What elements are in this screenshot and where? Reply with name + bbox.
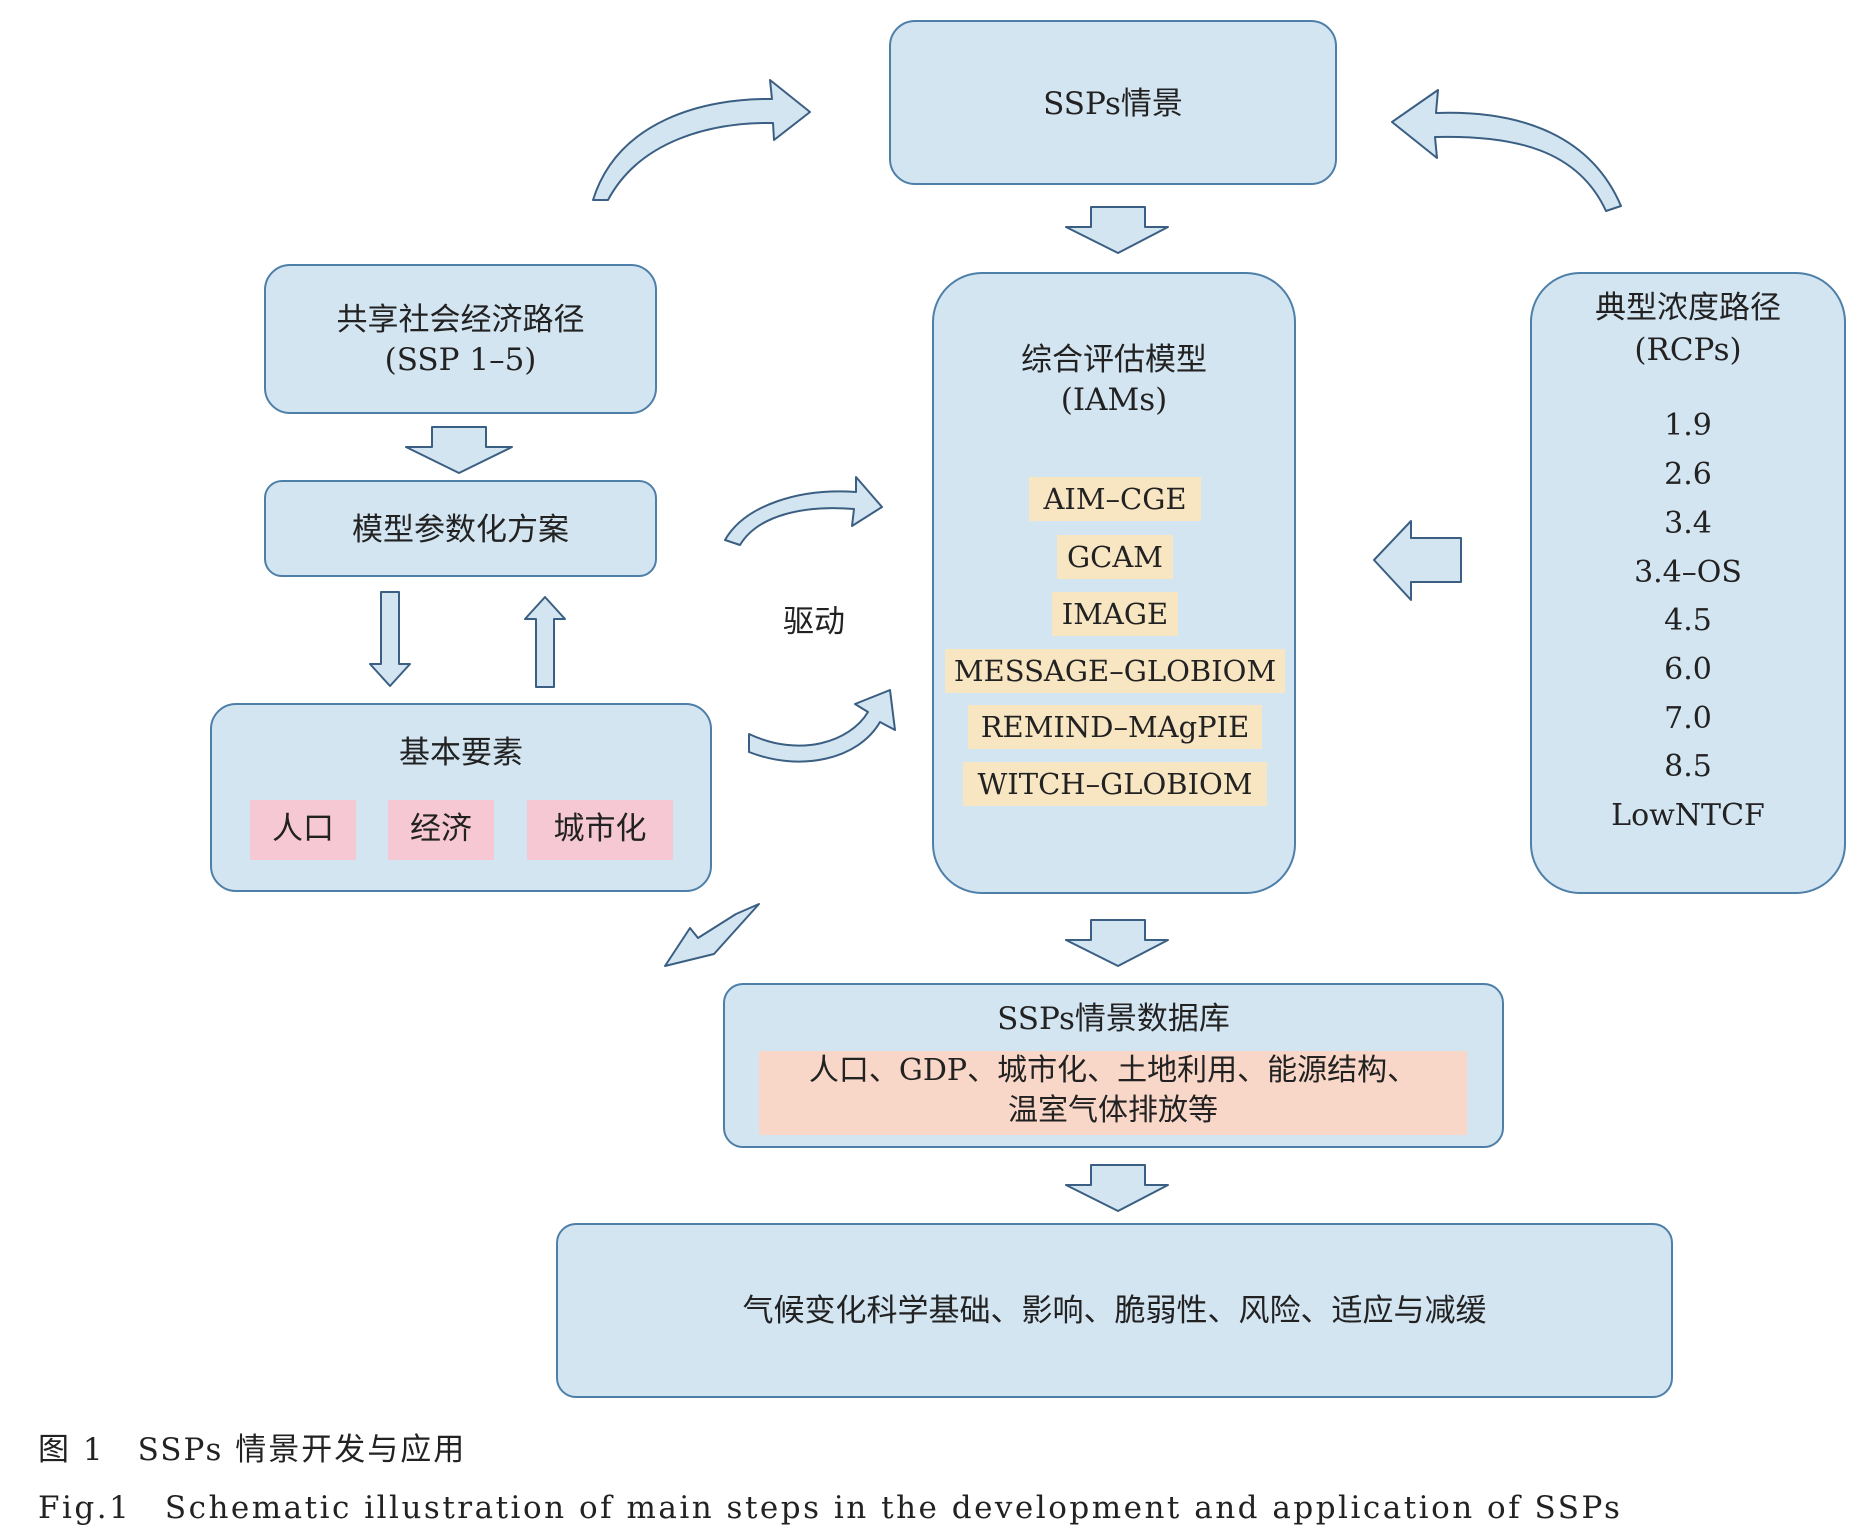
- database-contents: 人口、GDP、城市化、土地利用、能源结构、 温室气体排放等: [759, 1051, 1467, 1135]
- database-title: SSPs情景数据库: [997, 1001, 1230, 1037]
- curved-arrow-rcp-to-scenario: [1391, 89, 1622, 212]
- ssp-paths-subtitle: (SSP 1–5): [384, 342, 537, 378]
- rcp-subtitle: (RCPs): [1634, 332, 1742, 368]
- applications-label: 气候变化科学基础、影响、脆弱性、风险、适应与减缓: [742, 1293, 1487, 1329]
- left-arrow-rcp-to-iam: [1373, 520, 1462, 601]
- element-population: 人口: [250, 800, 356, 860]
- ssp-paths-box: 共享社会经济路径 (SSP 1–5): [264, 264, 657, 414]
- rcp-level-3.4: 3.4: [1664, 506, 1712, 541]
- rcp-level-1.9: 1.9: [1664, 408, 1712, 443]
- iam-subtitle: (IAMs): [1060, 382, 1168, 418]
- iam-model-gcam: GCAM: [1057, 535, 1173, 579]
- rcp-title: 典型浓度路径: [1595, 290, 1781, 326]
- applications-box: 气候变化科学基础、影响、脆弱性、风险、适应与减缓: [556, 1223, 1673, 1398]
- curved-arrow-param-to-iam: [724, 476, 883, 546]
- database-box: SSPs情景数据库 人口、GDP、城市化、土地利用、能源结构、 温室气体排放等: [723, 983, 1504, 1148]
- iam-model-remind-magpie: REMIND–MAgPIE: [968, 705, 1262, 749]
- rcp-level-lowntcf: LowNTCF: [1611, 798, 1765, 833]
- down-arrow-database-to-applications: [1065, 1164, 1169, 1212]
- curved-arrow-ssp-to-scenario: [592, 79, 811, 201]
- element-economy: 经济: [388, 800, 494, 860]
- drive-label: 驱动: [783, 604, 845, 640]
- iam-title: 综合评估模型: [1021, 342, 1207, 378]
- up-arrow-elements-to-param: [524, 596, 566, 688]
- iam-model-witch-globiom: WITCH–GLOBIOM: [963, 762, 1267, 806]
- iam-model-image: IMAGE: [1052, 592, 1178, 636]
- down-arrow-scenario-to-iam: [1065, 206, 1169, 254]
- down-arrow-param-to-elements: [369, 591, 411, 687]
- rcp-level-2.6: 2.6: [1664, 457, 1712, 492]
- rcp-box: 典型浓度路径 (RCPs) 1.9 2.6 3.4 3.4–OS 4.5 6.0…: [1530, 272, 1846, 894]
- iam-box: 综合评估模型 (IAMs) AIM–CGE GCAM IMAGE MESSAGE…: [932, 272, 1296, 894]
- ssp-paths-title: 共享社会经济路径: [336, 302, 585, 338]
- database-contents-line1: 人口、GDP、城市化、土地利用、能源结构、: [808, 1053, 1418, 1088]
- rcp-level-4.5: 4.5: [1664, 603, 1712, 638]
- iam-model-aim-cge: AIM–CGE: [1029, 477, 1201, 521]
- rcp-level-7.0: 7.0: [1664, 701, 1712, 736]
- element-urbanization: 城市化: [527, 800, 673, 860]
- rcp-level-3.4-os: 3.4–OS: [1634, 555, 1742, 590]
- iam-model-message-globiom: MESSAGE–GLOBIOM: [945, 649, 1285, 693]
- ssps-scenario-box: SSPs情景: [889, 20, 1337, 185]
- rcp-level-6.0: 6.0: [1664, 652, 1712, 687]
- rcp-level-8.5: 8.5: [1664, 749, 1712, 784]
- down-arrow-ssp-to-param: [405, 426, 513, 474]
- basic-elements-title: 基本要素: [399, 735, 523, 771]
- diagonal-arrow-elements-to-database: [664, 903, 760, 967]
- model-param-box: 模型参数化方案: [264, 480, 657, 577]
- ssps-scenario-label: SSPs情景: [1043, 86, 1183, 122]
- curved-arrow-elements-to-iam: [748, 689, 896, 763]
- database-contents-line2: 温室气体排放等: [1008, 1093, 1218, 1128]
- figure-caption-cn: 图 1 SSPs 情景开发与应用: [38, 1432, 467, 1468]
- model-param-label: 模型参数化方案: [352, 512, 569, 548]
- down-arrow-iam-to-database: [1065, 919, 1169, 967]
- basic-elements-box: 基本要素 人口 经济 城市化: [210, 703, 712, 892]
- figure-caption-en: Fig.1 Schematic illustration of main ste…: [38, 1490, 1623, 1526]
